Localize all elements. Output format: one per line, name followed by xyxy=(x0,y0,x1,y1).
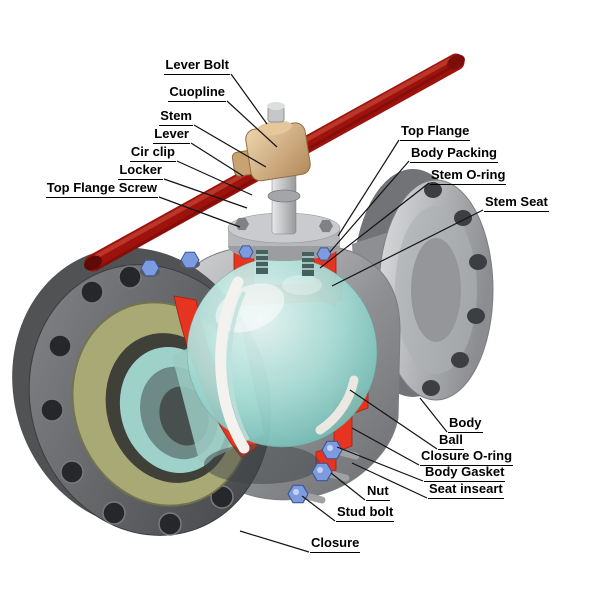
closure-o-ring-arc xyxy=(315,375,359,435)
label-body-packing: Body Packing xyxy=(410,146,498,163)
label-lever: Lever xyxy=(153,127,190,144)
top-flange-screw-head xyxy=(319,219,333,233)
label-lever-bolt: Lever Bolt xyxy=(164,58,230,75)
label-ball: Ball xyxy=(438,433,464,450)
label-top-flange-screw: Top Flange Screw xyxy=(45,181,158,198)
body-bolts-upper xyxy=(140,251,200,277)
label-closure-o-ring: Closure O-ring xyxy=(420,449,514,466)
label-seat-inseart: Seat inseart xyxy=(428,482,504,499)
label-top-flange: Top Flange xyxy=(400,124,471,141)
lever-bolt-cap xyxy=(267,102,285,123)
bore-shadow xyxy=(204,444,320,484)
label-cir-clip: Cir clip xyxy=(129,145,176,162)
label-stud-bolt: Stud bolt xyxy=(336,505,395,522)
label-locker: Locker xyxy=(118,163,163,180)
label-cuopline: Cuopline xyxy=(168,85,226,102)
label-stem: Stem xyxy=(159,109,193,126)
label-stem-seat: Stem Seat xyxy=(484,195,549,212)
label-nut: Nut xyxy=(366,484,390,501)
coupling xyxy=(231,120,311,182)
stem-seat-spring xyxy=(256,250,314,276)
body-packing-bolt xyxy=(316,247,332,261)
body-packing-bolt xyxy=(238,245,254,259)
label-body: Body xyxy=(448,416,483,433)
ball xyxy=(186,256,378,454)
label-body-gasket: Body Gasket xyxy=(424,465,506,482)
cir-clip-collar xyxy=(267,189,301,203)
label-closure: Closure xyxy=(310,536,361,553)
stud-bolts-and-nuts xyxy=(287,440,360,504)
seat-ring-left xyxy=(215,276,250,454)
label-stem-o-ring: Stem O-ring xyxy=(430,168,507,185)
leader-lines xyxy=(158,73,484,553)
